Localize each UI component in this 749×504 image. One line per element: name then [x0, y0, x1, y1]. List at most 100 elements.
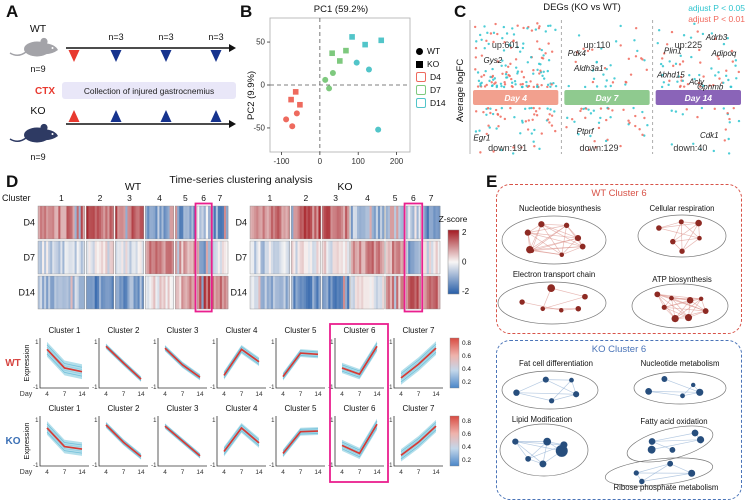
svg-text:14: 14	[373, 391, 381, 398]
svg-text:7: 7	[429, 193, 434, 203]
svg-text:14: 14	[137, 469, 145, 476]
svg-text:Plin1: Plin1	[664, 47, 682, 56]
svg-text:WT: WT	[125, 181, 142, 193]
d14-swatch-icon	[416, 98, 426, 108]
wt-cluster6-title: WT Cluster 6	[591, 188, 647, 199]
svg-text:-1: -1	[269, 385, 275, 391]
svg-text:1: 1	[153, 340, 157, 346]
svg-text:0.8: 0.8	[462, 418, 471, 425]
svg-text:-1: -1	[269, 463, 275, 469]
legend-item-wt: WT	[416, 46, 446, 56]
svg-text:Cluster 5: Cluster 5	[284, 404, 317, 413]
deg-title: DEGs (KO vs WT)	[543, 2, 621, 13]
svg-text:KO: KO	[30, 105, 45, 117]
svg-text:7: 7	[63, 469, 67, 476]
pca-title: PC1 (59.2%)	[313, 4, 369, 15]
svg-text:4: 4	[281, 469, 285, 476]
svg-text:D4: D4	[23, 218, 35, 228]
panel-a-label: A	[6, 2, 19, 21]
svg-text:-1: -1	[33, 463, 39, 469]
svg-text:50: 50	[256, 38, 265, 47]
svg-text:4: 4	[45, 469, 49, 476]
panel-c-degs: C DEGs (KO vs WT) adjust P < 0.05 adjust…	[452, 2, 749, 170]
svg-text:-1: -1	[210, 385, 216, 391]
legend-label: KO	[427, 59, 440, 69]
svg-text:0.8: 0.8	[462, 340, 471, 347]
svg-text:4: 4	[340, 469, 344, 476]
svg-text:0.6: 0.6	[462, 353, 471, 360]
svg-text:CTX: CTX	[35, 86, 55, 97]
svg-text:14: 14	[196, 391, 204, 398]
svg-text:n=3: n=3	[208, 32, 223, 42]
svg-text:2: 2	[98, 193, 103, 203]
svg-text:down:191: down:191	[488, 143, 527, 153]
svg-text:Cluster 5: Cluster 5	[284, 326, 317, 335]
panel-e-label: E	[486, 172, 498, 191]
legend-p005: adjust P < 0.05	[688, 3, 745, 13]
svg-text:Ptprf: Ptprf	[577, 127, 595, 136]
svg-text:4: 4	[365, 193, 370, 203]
clustering-title: Time-series clustering analysis	[169, 174, 313, 186]
svg-text:4: 4	[222, 391, 226, 398]
svg-text:4: 4	[104, 469, 108, 476]
svg-text:1: 1	[153, 418, 157, 424]
square-marker-icon	[416, 60, 423, 68]
svg-text:3: 3	[333, 193, 338, 203]
svg-text:7: 7	[299, 469, 303, 476]
svg-text:3: 3	[127, 193, 132, 203]
legend-label: D14	[430, 98, 446, 108]
svg-text:1: 1	[94, 340, 98, 346]
svg-text:-1: -1	[328, 463, 334, 469]
svg-text:6: 6	[201, 193, 206, 203]
svg-text:Day 4: Day 4	[504, 93, 527, 103]
svg-text:1: 1	[271, 418, 275, 424]
svg-text:7: 7	[358, 469, 362, 476]
svg-text:6: 6	[411, 193, 416, 203]
svg-text:Cluster 3: Cluster 3	[166, 404, 199, 413]
svg-text:Collection of injured gastrocn: Collection of injured gastrocnemius	[84, 86, 214, 96]
svg-text:1: 1	[389, 340, 393, 346]
svg-text:up:110: up:110	[584, 40, 611, 50]
svg-text:-50: -50	[253, 123, 265, 132]
svg-text:7: 7	[217, 193, 222, 203]
svg-text:Cluster 1: Cluster 1	[48, 404, 81, 413]
svg-text:200: 200	[390, 157, 404, 166]
svg-text:14: 14	[255, 391, 263, 398]
ko-cluster6-box: KO Cluster 6	[496, 340, 742, 500]
svg-text:0: 0	[462, 258, 467, 267]
d7-swatch-icon	[416, 85, 426, 95]
svg-text:n=9: n=9	[30, 152, 45, 162]
legend-item-d7: D7	[416, 85, 446, 95]
svg-text:0: 0	[261, 81, 266, 90]
svg-text:Expression: Expression	[22, 344, 31, 381]
svg-text:4: 4	[157, 193, 162, 203]
svg-text:100: 100	[352, 157, 366, 166]
svg-text:7: 7	[240, 469, 244, 476]
svg-text:Aldh3a1: Aldh3a1	[573, 64, 603, 73]
svg-text:14: 14	[432, 469, 440, 476]
svg-text:1: 1	[59, 193, 64, 203]
svg-text:1: 1	[271, 340, 275, 346]
ko-cluster6-title: KO Cluster 6	[591, 344, 647, 355]
svg-text:0.2: 0.2	[462, 457, 471, 464]
svg-text:14: 14	[78, 469, 86, 476]
svg-text:1: 1	[212, 340, 216, 346]
svg-text:-1: -1	[92, 385, 98, 391]
svg-text:Egr1: Egr1	[473, 134, 490, 143]
svg-text:14: 14	[196, 469, 204, 476]
svg-text:14: 14	[432, 391, 440, 398]
svg-text:D7: D7	[23, 253, 35, 263]
svg-text:14: 14	[78, 391, 86, 398]
svg-text:n=9: n=9	[30, 64, 45, 74]
svg-text:1: 1	[330, 418, 334, 424]
svg-text:0.4: 0.4	[462, 444, 471, 451]
svg-text:Day: Day	[20, 391, 33, 398]
svg-text:1: 1	[35, 418, 39, 424]
svg-text:5: 5	[393, 193, 398, 203]
legend-p001: adjust P < 0.01	[688, 14, 745, 25]
